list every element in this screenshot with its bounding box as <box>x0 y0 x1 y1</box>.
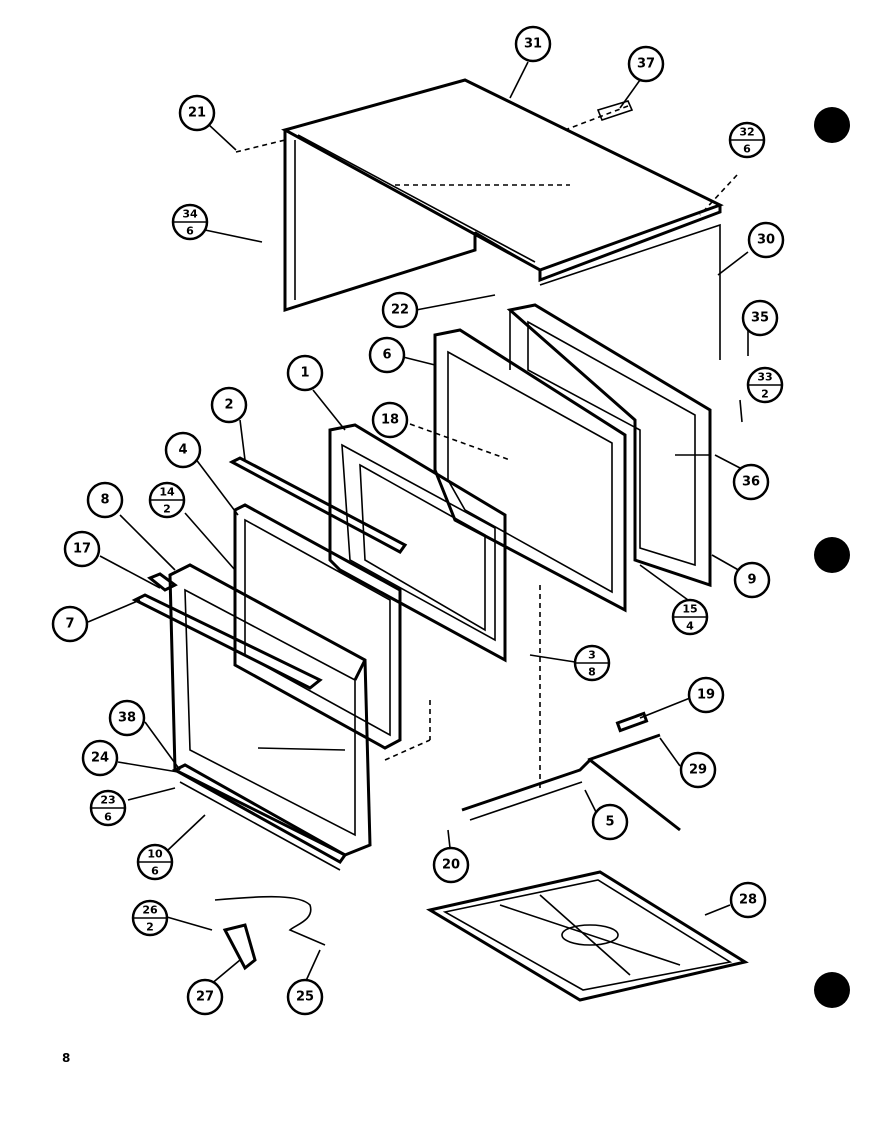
fraction-callout-26-top: 26 <box>142 904 158 917</box>
fraction-callout-3-bottom: 8 <box>588 666 596 679</box>
hinge-spring <box>587 733 661 762</box>
callout-1-label: 1 <box>300 366 309 381</box>
callout-9: 9 <box>733 561 771 599</box>
bottom-trim <box>171 763 348 871</box>
fraction-callout-32-bottom: 6 <box>743 143 751 156</box>
callout-2: 2 <box>210 386 248 424</box>
fraction-callout-34-top: 34 <box>182 208 198 221</box>
callout-27-label: 27 <box>196 990 214 1005</box>
outer-cabinet <box>281 78 724 360</box>
inner-door-frame <box>433 328 627 613</box>
callout-19-label: 19 <box>697 688 715 703</box>
trim-strip <box>228 456 408 554</box>
callout-7: 7 <box>51 605 89 643</box>
door-handle <box>131 593 323 690</box>
callout-37: 37 <box>627 45 665 83</box>
callout-2-label: 2 <box>224 398 233 413</box>
fraction-callout-34-bottom: 6 <box>186 225 194 238</box>
callout-31: 31 <box>514 25 552 63</box>
hinge-arm <box>461 758 681 832</box>
leader-lines <box>87 61 749 986</box>
fraction-callout-33-top: 33 <box>757 371 772 384</box>
callout-29: 29 <box>679 751 717 789</box>
callout-19: 19 <box>687 676 725 714</box>
fraction-callout-34: 34 6 <box>171 203 209 241</box>
fraction-callout-15-bottom: 4 <box>686 620 694 633</box>
callout-28: 28 <box>729 881 767 919</box>
callout-9-label: 9 <box>747 573 756 588</box>
callout-35: 35 <box>741 299 779 337</box>
light-socket <box>222 923 257 971</box>
fraction-callout-15: 15 4 <box>671 598 709 636</box>
callout-20-label: 20 <box>442 858 460 873</box>
fraction-callout-3: 3 8 <box>573 644 611 682</box>
fraction-callout-26: 26 2 <box>131 899 169 937</box>
callout-35-label: 35 <box>751 311 769 326</box>
fraction-callout-14-bottom: 2 <box>163 503 171 516</box>
callout-6: 6 <box>368 336 406 374</box>
callout-36-label: 36 <box>742 475 760 490</box>
callout-29-label: 29 <box>689 763 707 778</box>
fraction-callout-33: 33 2 <box>746 366 784 404</box>
callout-38: 38 <box>108 699 146 737</box>
oven-liner-frame <box>506 303 712 588</box>
callout-36: 36 <box>732 463 770 501</box>
callout-25-label: 25 <box>296 990 314 1005</box>
callout-28-label: 28 <box>739 893 757 908</box>
callout-4-label: 4 <box>178 443 187 458</box>
callout-38-label: 38 <box>118 711 136 726</box>
handle-bracket <box>147 572 178 592</box>
callout-8: 8 <box>86 481 124 519</box>
fraction-callout-15-top: 15 <box>682 603 697 616</box>
fraction-callout-23: 23 6 <box>89 789 127 827</box>
callout-6-label: 6 <box>382 348 391 363</box>
callout-18-label: 18 <box>381 413 399 428</box>
fraction-callout-26-bottom: 2 <box>146 921 154 934</box>
light-wire <box>214 895 326 946</box>
page-mark: 8 <box>62 1051 70 1065</box>
fraction-callout-3-top: 3 <box>588 649 596 662</box>
callout-1: 1 <box>286 354 324 392</box>
fraction-callout-14-top: 14 <box>159 486 175 499</box>
binder-hole-bottom <box>814 972 850 1008</box>
fraction-callout-23-bottom: 6 <box>104 811 112 824</box>
window-glass-assembly <box>328 423 507 663</box>
callout-24: 24 <box>81 739 119 777</box>
fraction-callout-32: 32 6 <box>728 121 766 159</box>
callout-21-label: 21 <box>188 106 206 121</box>
callout-37-label: 37 <box>637 57 655 72</box>
callout-8-label: 8 <box>100 493 109 508</box>
callout-20: 20 <box>432 846 470 884</box>
callout-30-label: 30 <box>757 233 775 248</box>
callout-22-label: 22 <box>391 303 409 318</box>
callout-25: 25 <box>286 978 324 1016</box>
fraction-callout-10-top: 10 <box>147 848 163 861</box>
broil-pan <box>426 870 749 1002</box>
fraction-callout-33-bottom: 2 <box>761 388 769 401</box>
callout-22: 22 <box>381 291 419 329</box>
callout-21: 21 <box>178 94 216 132</box>
fraction-callout-32-top: 32 <box>739 126 754 139</box>
callout-31-label: 31 <box>524 37 542 52</box>
binder-hole-top <box>814 107 850 143</box>
callout-5: 5 <box>591 803 629 841</box>
callout-27: 27 <box>186 978 224 1016</box>
callout-17-label: 17 <box>73 542 91 557</box>
callout-18: 18 <box>371 401 409 439</box>
callout-30: 30 <box>747 221 785 259</box>
callout-7-label: 7 <box>65 617 74 632</box>
binder-hole-middle <box>814 537 850 573</box>
fraction-callout-10-bottom: 6 <box>151 865 159 878</box>
callout-24-label: 24 <box>91 751 109 766</box>
hinge-pin <box>615 711 649 733</box>
door-gasket <box>233 503 431 761</box>
fraction-callout-23-top: 23 <box>100 794 115 807</box>
callout-17: 17 <box>63 530 101 568</box>
fraction-callout-14: 14 2 <box>148 481 186 519</box>
callout-4: 4 <box>164 431 202 469</box>
callout-5-label: 5 <box>605 815 614 830</box>
fraction-callout-10: 10 6 <box>136 843 174 881</box>
